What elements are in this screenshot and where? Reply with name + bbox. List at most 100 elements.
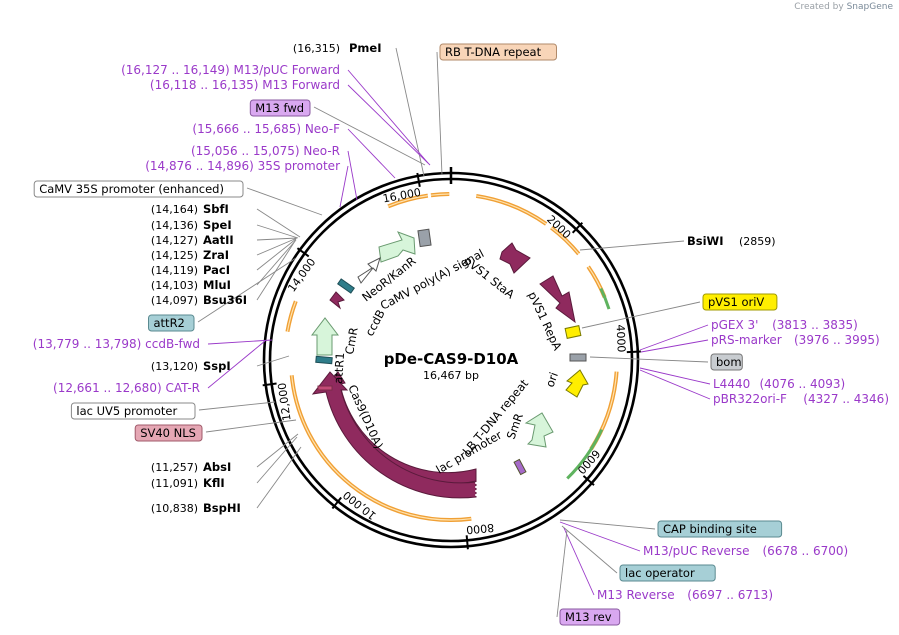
pvs1-repa-feature-arrow[interactable] <box>539 275 576 324</box>
tick-marks <box>262 167 641 550</box>
left-label-item[interactable]: (14,164)SbfI <box>151 202 229 216</box>
label-box <box>33 180 244 198</box>
leader-line <box>256 239 297 286</box>
cmr-feature-arrow[interactable] <box>310 317 340 356</box>
left-label-item[interactable]: (15,666 .. 15,685) Neo-F <box>192 122 340 136</box>
left-label-item[interactable]: (14,876 .. 14,896) 35S promoter <box>145 159 340 173</box>
left-label-item[interactable]: (16,127 .. 16,149) M13/pUC Forward <box>121 63 340 77</box>
feature-box-label: M13 rev <box>565 610 612 624</box>
orf-arc-highlight <box>291 375 472 521</box>
left-label-item[interactable]: (16,315)PmeI <box>293 41 382 55</box>
right-label-item[interactable]: pGEX 3'(3813 .. 3835) <box>711 318 858 332</box>
primer-label: L4440 <box>713 377 750 391</box>
right-label-item[interactable]: L4440 (4076 .. 4093) <box>713 377 845 391</box>
primer-label: (13,779 .. 13,798) ccdB-fwd <box>33 337 200 351</box>
left-label-item[interactable]: (13,779 .. 13,798) ccdB-fwd <box>33 337 200 351</box>
enzyme-coord: (14,164) <box>151 203 198 216</box>
attr1-feature[interactable] <box>315 355 333 365</box>
smr-feature-arrow[interactable] <box>524 412 554 448</box>
leader-line <box>581 301 701 329</box>
feature-box-label: CAP binding site <box>663 522 757 536</box>
tick-mark <box>262 382 277 387</box>
feature-box-label: M13 fwd <box>255 101 304 115</box>
ori-label: ori <box>543 370 561 389</box>
left-label-item[interactable]: (14,136)SpeI <box>151 218 232 232</box>
primer-coord: (4076 .. 4093) <box>760 377 846 391</box>
camv-35s-feature[interactable] <box>417 228 432 248</box>
feature-box-label: SV40 NLS <box>140 426 196 440</box>
leader-line <box>339 165 349 208</box>
leader-line <box>205 419 297 433</box>
label-box <box>148 314 195 332</box>
feature-box-label: RB T-DNA repeat <box>445 45 542 59</box>
leader-line <box>256 237 298 241</box>
attr2-feature[interactable] <box>337 278 355 294</box>
pvs1-staa-feature-arrow[interactable] <box>499 242 531 274</box>
left-label-item[interactable]: (14,103)MluI <box>151 278 231 292</box>
left-label-item[interactable]: (14,119)PacI <box>151 263 230 277</box>
right-label-item[interactable]: RB T-DNA repeat <box>439 43 557 61</box>
right-label-item[interactable]: BsiWI(2859) <box>687 234 776 248</box>
primer-label: (15,666 .. 15,685) Neo-F <box>192 122 340 136</box>
label-box <box>134 424 203 442</box>
primer-label: (15,056 .. 15,075) Neo-R <box>191 144 340 158</box>
feature-box-label: lac operator <box>625 566 695 580</box>
right-label-item[interactable]: pVS1 oriV <box>702 293 778 311</box>
right-label-item[interactable]: bom <box>710 353 743 371</box>
right-label-item[interactable]: M13 rev <box>559 608 621 626</box>
right-label-item[interactable]: M13/pUC Reverse(6678 .. 6700) <box>643 544 848 558</box>
pvs1-oriv-feature[interactable] <box>564 325 582 339</box>
camv-polya-feature[interactable] <box>357 257 381 284</box>
ccdb-feature-arrow[interactable] <box>329 291 345 310</box>
right-label-item[interactable]: CAP binding site <box>657 520 783 538</box>
left-label-item[interactable]: attR2 <box>148 314 195 332</box>
attr1-label: attR1 <box>331 352 347 384</box>
left-label-item[interactable]: (10,838)BspHI <box>151 501 241 515</box>
primer-coord: (3813 .. 3835) <box>772 318 858 332</box>
right-label-item[interactable]: lac operator <box>619 564 716 582</box>
orf-arc-highlight <box>550 227 580 255</box>
left-label-item[interactable]: (12,661 .. 12,680) CAT-R <box>53 381 200 395</box>
green-orf-arc <box>566 428 604 480</box>
leader-line <box>561 525 618 574</box>
ori-feature-arrow[interactable] <box>565 369 589 398</box>
label-box <box>439 43 557 61</box>
label-box <box>702 293 778 311</box>
bom-feature[interactable] <box>569 353 587 362</box>
left-label-item[interactable]: (14,097)Bsu36I <box>151 293 247 307</box>
right-label-item[interactable]: M13 Reverse(6697 .. 6713) <box>597 588 773 602</box>
left-label-item[interactable]: lac UV5 promoter <box>70 402 196 420</box>
lac-uv5-feature[interactable] <box>513 458 527 476</box>
right-label-item[interactable]: pBR322ori-F(4327 .. 4346) <box>713 392 889 406</box>
enzyme-coord: (16,315) <box>293 42 340 55</box>
left-label-item[interactable]: (13,120)SspI <box>151 359 231 373</box>
green-orf-arc <box>599 287 611 310</box>
enzyme-coord: (14,097) <box>151 294 198 307</box>
cas9-feature-body[interactable] <box>311 371 477 499</box>
left-label-item[interactable]: (16,118 .. 16,135) M13 Forward <box>150 78 340 92</box>
left-label-item[interactable]: (14,125)ZraI <box>151 248 229 262</box>
left-label-item[interactable]: (11,091)KflI <box>151 476 225 490</box>
leader-line <box>347 69 429 164</box>
right-label-item[interactable]: pRS-marker(3976 .. 3995) <box>711 333 880 347</box>
orf-arc-highlight <box>476 195 547 225</box>
left-label-item[interactable]: (15,056 .. 15,075) Neo-R <box>191 144 340 158</box>
neor-feature-arrow[interactable] <box>378 231 416 263</box>
left-label-item[interactable]: M13 fwd <box>249 99 311 117</box>
left-label-item[interactable]: (11,257)AbsI <box>151 460 231 474</box>
feature-box-label: bom <box>716 355 742 369</box>
sv40-nls-feature[interactable] <box>317 385 333 391</box>
enzyme-name: MluI <box>203 278 231 292</box>
left-label-item[interactable]: (14,127)AatII <box>151 233 234 247</box>
leader-line <box>207 340 266 389</box>
left-label-item[interactable]: SV40 NLS <box>134 424 203 442</box>
enzyme-coord: (11,091) <box>151 477 198 490</box>
enzyme-name: AbsI <box>203 460 231 474</box>
orf-arc <box>289 375 472 522</box>
leader-line <box>256 436 298 484</box>
left-label-item[interactable]: CaMV 35S promoter (enhanced) <box>33 180 244 198</box>
orf-arc-highlight <box>590 371 618 450</box>
tick-label: 4000 <box>614 324 628 353</box>
